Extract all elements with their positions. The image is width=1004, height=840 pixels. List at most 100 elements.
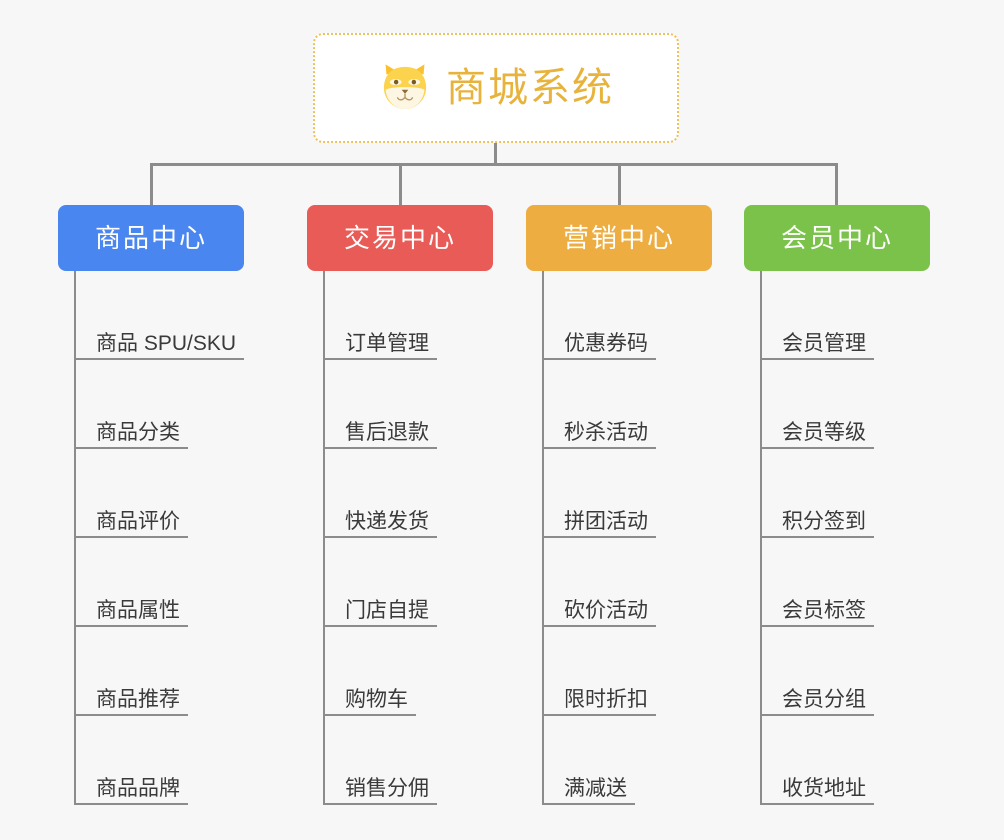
leaf-item[interactable]: 会员等级	[744, 360, 930, 449]
branch-header-1[interactable]: 商品中心	[58, 205, 244, 271]
leaf-item[interactable]: 拼团活动	[526, 449, 712, 538]
leaf-label: 订单管理	[345, 332, 429, 355]
connector-drop-4	[835, 163, 838, 207]
branch-header-4[interactable]: 会员中心	[744, 205, 930, 271]
leaf-underline	[324, 358, 437, 360]
leaf-label: 购物车	[345, 688, 408, 711]
leaf-underline	[324, 714, 416, 716]
leaf-underline	[543, 358, 656, 360]
branch-column-2: 交易中心 订单管理 售后退款 快递发货 门店自提 购物车	[307, 205, 493, 805]
leaf-item[interactable]: 收货地址	[744, 716, 930, 805]
leaf-item[interactable]: 商品 SPU/SKU	[58, 271, 244, 360]
connector-root-stem	[494, 143, 497, 165]
leaf-label: 会员分组	[782, 688, 866, 711]
leaf-label: 商品属性	[96, 599, 180, 622]
leaf-underline	[761, 358, 874, 360]
leaf-underline	[761, 803, 874, 805]
leaf-item[interactable]: 快递发货	[307, 449, 493, 538]
leaf-label: 优惠券码	[564, 332, 648, 355]
branch-column-3: 营销中心 优惠券码 秒杀活动 拼团活动 砍价活动 限时折扣	[526, 205, 712, 805]
leaf-item[interactable]: 购物车	[307, 627, 493, 716]
leaf-underline	[75, 358, 244, 360]
leaf-underline	[75, 536, 188, 538]
leaf-list-4: 会员管理 会员等级 积分签到 会员标签 会员分组 收货地址	[744, 271, 930, 805]
leaf-label: 销售分佣	[345, 777, 429, 800]
branch-label-3: 营销中心	[562, 223, 675, 253]
branch-column-1: 商品中心 商品 SPU/SKU 商品分类 商品评价 商品属性 商品推荐	[58, 205, 244, 805]
root-node[interactable]: 商城系统	[313, 33, 679, 143]
leaf-item[interactable]: 销售分佣	[307, 716, 493, 805]
leaf-label: 秒杀活动	[564, 421, 648, 444]
leaf-label: 会员管理	[782, 332, 866, 355]
leaf-item[interactable]: 订单管理	[307, 271, 493, 360]
leaf-label: 满减送	[564, 777, 627, 800]
leaf-item[interactable]: 会员分组	[744, 627, 930, 716]
leaf-underline	[543, 447, 656, 449]
leaf-underline	[761, 714, 874, 716]
leaf-underline	[324, 536, 437, 538]
leaf-item[interactable]: 砍价活动	[526, 538, 712, 627]
leaf-spine-3	[542, 271, 544, 805]
leaf-item[interactable]: 商品分类	[58, 360, 244, 449]
leaf-spine-4	[760, 271, 762, 805]
leaf-item[interactable]: 积分签到	[744, 449, 930, 538]
branch-header-2[interactable]: 交易中心	[307, 205, 493, 271]
leaf-underline	[324, 803, 437, 805]
leaf-underline	[324, 447, 437, 449]
leaf-underline	[761, 536, 874, 538]
shiba-dog-icon	[383, 64, 427, 110]
leaf-item[interactable]: 商品属性	[58, 538, 244, 627]
connector-horizontal-bus	[150, 163, 838, 166]
leaf-item[interactable]: 满减送	[526, 716, 712, 805]
leaf-label: 商品品牌	[96, 777, 180, 800]
leaf-item[interactable]: 商品推荐	[58, 627, 244, 716]
leaf-underline	[761, 447, 874, 449]
leaf-label: 商品评价	[96, 510, 180, 533]
leaf-item[interactable]: 限时折扣	[526, 627, 712, 716]
branch-header-3[interactable]: 营销中心	[526, 205, 712, 271]
leaf-list-2: 订单管理 售后退款 快递发货 门店自提 购物车 销售分佣	[307, 271, 493, 805]
leaf-label: 售后退款	[345, 421, 429, 444]
leaf-item[interactable]: 售后退款	[307, 360, 493, 449]
leaf-underline	[543, 536, 656, 538]
leaf-underline	[543, 803, 635, 805]
leaf-spine-1	[74, 271, 76, 805]
connector-drop-3	[618, 163, 621, 207]
leaf-item[interactable]: 优惠券码	[526, 271, 712, 360]
connector-drop-1	[150, 163, 153, 207]
leaf-underline	[75, 625, 188, 627]
leaf-list-1: 商品 SPU/SKU 商品分类 商品评价 商品属性 商品推荐 商品品牌	[58, 271, 244, 805]
leaf-underline	[543, 714, 656, 716]
leaf-label: 拼团活动	[564, 510, 648, 533]
branch-label-4: 会员中心	[780, 223, 893, 253]
leaf-underline	[324, 625, 437, 627]
leaf-label: 快递发货	[345, 510, 429, 533]
leaf-underline	[543, 625, 656, 627]
branch-column-4: 会员中心 会员管理 会员等级 积分签到 会员标签 会员分组	[744, 205, 930, 805]
leaf-underline	[75, 803, 188, 805]
leaf-label: 限时折扣	[564, 688, 648, 711]
leaf-item[interactable]: 会员标签	[744, 538, 930, 627]
branch-label-1: 商品中心	[94, 223, 207, 253]
leaf-label: 商品分类	[96, 421, 180, 444]
leaf-item[interactable]: 秒杀活动	[526, 360, 712, 449]
leaf-label: 商品 SPU/SKU	[96, 332, 237, 355]
branch-label-2: 交易中心	[343, 223, 456, 253]
leaf-spine-2	[323, 271, 325, 805]
root-title: 商城系统	[446, 66, 614, 110]
leaf-item[interactable]: 门店自提	[307, 538, 493, 627]
leaf-label: 会员等级	[782, 421, 866, 444]
leaf-item[interactable]: 商品品牌	[58, 716, 244, 805]
leaf-label: 砍价活动	[564, 599, 648, 622]
leaf-label: 门店自提	[345, 599, 429, 622]
leaf-label: 会员标签	[782, 599, 866, 622]
leaf-list-3: 优惠券码 秒杀活动 拼团活动 砍价活动 限时折扣 满减送	[526, 271, 712, 805]
leaf-label: 商品推荐	[96, 688, 180, 711]
leaf-underline	[75, 714, 188, 716]
leaf-underline	[761, 625, 874, 627]
leaf-underline	[75, 447, 188, 449]
leaf-item[interactable]: 会员管理	[744, 271, 930, 360]
leaf-label: 收货地址	[782, 777, 866, 800]
leaf-item[interactable]: 商品评价	[58, 449, 244, 538]
